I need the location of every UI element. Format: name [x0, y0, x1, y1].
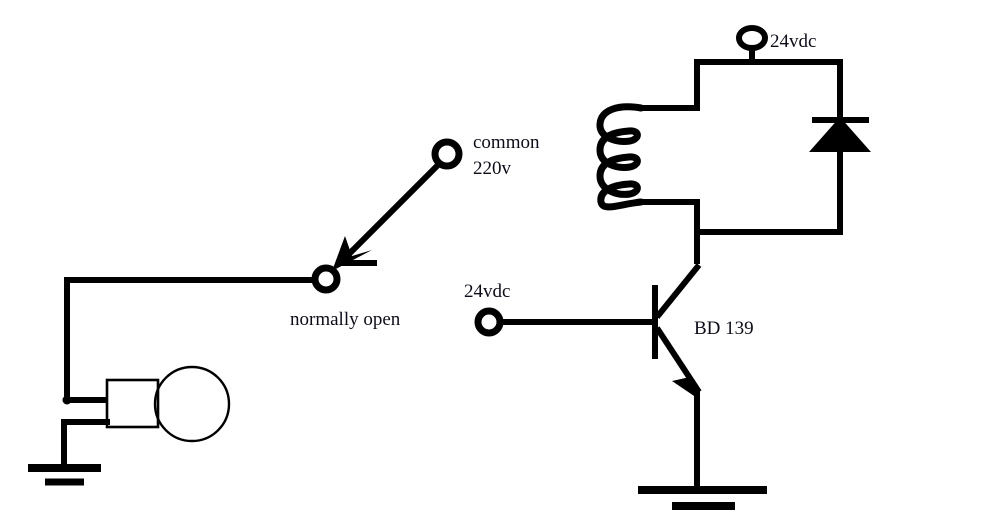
terminal-normally-open[interactable] [311, 264, 341, 294]
relay-driver-branch [474, 25, 871, 510]
flyback-diode [809, 117, 871, 232]
label-normally-open: normally open [290, 309, 401, 330]
transistor-collector-lead [654, 263, 702, 319]
contact-blade [342, 162, 441, 261]
label-supply-top: 24vdc [770, 31, 816, 52]
wire-rail-to-coil [641, 59, 700, 111]
wire-lamp-to-ground [61, 419, 110, 466]
ground-lamp-symbol [28, 464, 101, 486]
ground-emitter-symbol [638, 486, 767, 510]
relay-coil [596, 103, 645, 211]
diode-triangle [809, 117, 871, 152]
junction-dot-lamp [62, 395, 72, 405]
lamp-glass-bulb [153, 365, 231, 443]
wire-coil-to-collector [638, 199, 700, 232]
lamp-base [105, 378, 160, 429]
relay-contact-switch[interactable] [311, 138, 463, 294]
terminal-24vdc-base[interactable] [474, 307, 504, 337]
label-common-line1: common [473, 132, 540, 153]
lamp-branch [28, 277, 316, 486]
terminal-common-220v[interactable] [431, 138, 463, 170]
label-base-supply: 24vdc [464, 281, 510, 302]
diagram-labels: 24vdc common 220v normally open 24vdc BD… [290, 31, 816, 339]
label-transistor-part: BD 139 [694, 318, 754, 339]
wire-contact-to-lamp [64, 277, 316, 403]
terminal-24vdc-supply[interactable] [736, 25, 768, 51]
label-common-line2: 220v [473, 158, 512, 179]
contact-blade-arrowhead [332, 236, 372, 271]
transistor-emitter-arrow [672, 360, 700, 400]
